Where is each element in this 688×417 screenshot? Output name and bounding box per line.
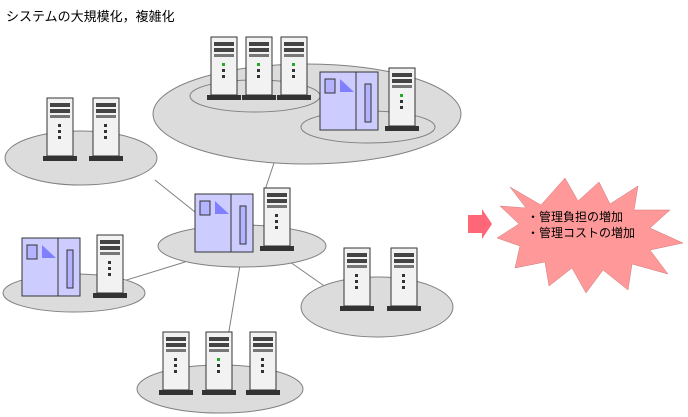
server-icon bbox=[386, 247, 422, 312]
callout-line: ・管理コストの増加 bbox=[527, 226, 636, 240]
server-icon bbox=[276, 36, 312, 101]
server-icon bbox=[241, 36, 277, 101]
mainframe-icon bbox=[319, 71, 379, 131]
server-icon bbox=[42, 97, 78, 162]
server-icon bbox=[88, 97, 124, 162]
server-icon bbox=[206, 36, 242, 101]
mainframe-icon bbox=[194, 193, 254, 253]
server-icon bbox=[259, 187, 295, 252]
server-icon bbox=[384, 67, 420, 132]
network-segment-top-left bbox=[4, 130, 158, 186]
callout-burst bbox=[496, 177, 684, 294]
diagram-title: システムの大規模化，複雑化 bbox=[6, 10, 175, 25]
server-icon bbox=[339, 247, 375, 312]
mainframe-icon bbox=[21, 237, 81, 297]
server-icon bbox=[158, 331, 194, 396]
arrow-right-icon bbox=[468, 209, 492, 239]
callout-line: ・管理負担の増加 bbox=[527, 210, 624, 224]
callout-text: ・管理負担の増加 ・管理コストの増加 bbox=[527, 209, 635, 241]
server-icon bbox=[92, 234, 128, 299]
network-segment-right bbox=[300, 276, 454, 338]
server-icon bbox=[245, 331, 281, 396]
server-icon bbox=[201, 331, 237, 396]
